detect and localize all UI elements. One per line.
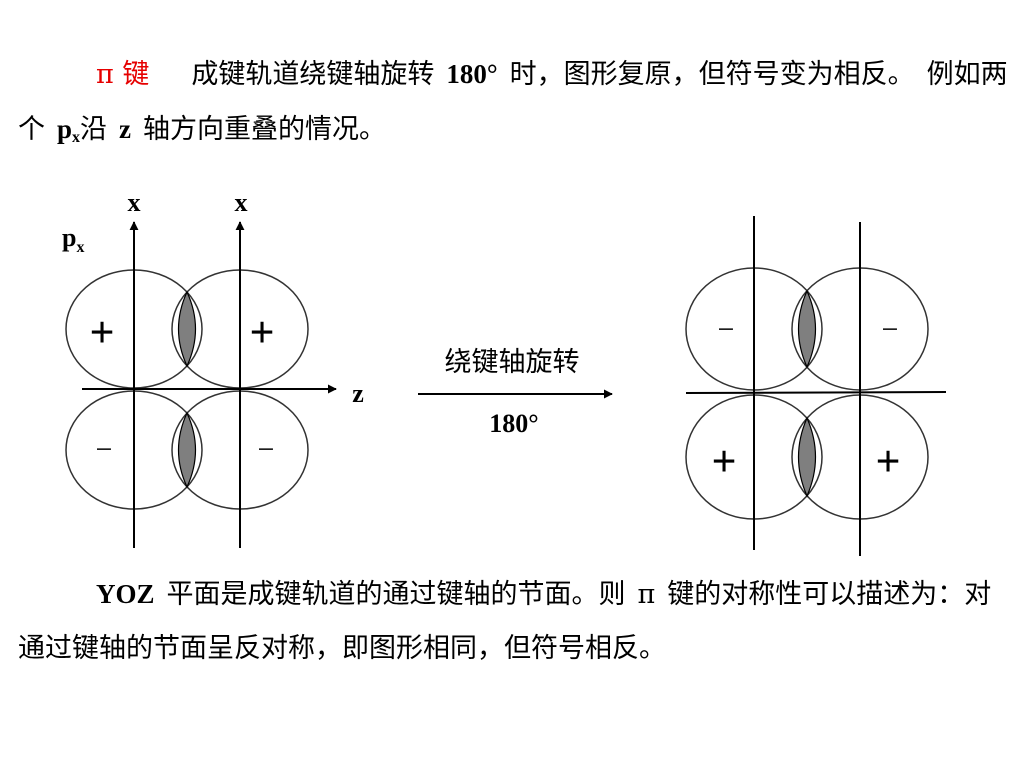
intro-text-b: 时，图形复原，但符号变为相反。 bbox=[509, 59, 915, 90]
orbital-label: px bbox=[62, 223, 84, 256]
overlap-right-bottom bbox=[797, 416, 817, 498]
intro-text-d: 沿 bbox=[80, 114, 108, 145]
conclusion-text-b: 键的对称性可以描述为：对通过键轴的节面呈反对称，即图形相同，但符号相反。 bbox=[18, 579, 992, 664]
sign-right-top-right: − bbox=[882, 313, 899, 346]
intro-text-a: 成键轨道绕键轴旋转 bbox=[191, 59, 435, 90]
z-axis-right bbox=[685, 391, 947, 394]
conclusion-pi: π bbox=[637, 579, 656, 610]
overlap-left-top bbox=[178, 290, 196, 368]
sign-left-bottom-left: − bbox=[96, 433, 113, 466]
sign-right-bottom-right: + bbox=[875, 437, 900, 486]
axis-label-x2: x bbox=[235, 188, 248, 217]
intro-text-c: 例如两个 bbox=[18, 59, 1008, 145]
sign-left-top-left: + bbox=[89, 308, 114, 357]
arrow-label-bottom: 180° bbox=[489, 409, 538, 438]
sign-left-bottom-right: − bbox=[258, 433, 275, 466]
sign-left-top-right: + bbox=[249, 308, 274, 357]
intro-p-sub: x bbox=[72, 129, 81, 146]
overlap-right-top bbox=[798, 289, 816, 369]
arrow-label-top: 绕键轴旋转 bbox=[445, 347, 580, 378]
axis-label-x1: x bbox=[128, 188, 141, 217]
pi-bond-term: π 键 bbox=[96, 59, 150, 90]
sign-right-bottom-left: + bbox=[711, 437, 736, 486]
intro-text-e: 轴方向重叠的情况。 bbox=[143, 114, 387, 145]
overlap-left-bottom bbox=[178, 411, 196, 489]
plane-label: YOZ bbox=[96, 579, 155, 609]
rotation-arrow: 绕键轴旋转 180° bbox=[418, 347, 613, 438]
right-orbital-diagram: − − + + bbox=[685, 216, 947, 556]
intro-axis-z: z bbox=[119, 114, 132, 144]
left-orbital-diagram: x x z px + + − − bbox=[62, 188, 364, 548]
conclusion-text-a: 平面是成键轨道的通过键轴的节面。则 bbox=[166, 579, 626, 610]
intro-angle: 180° bbox=[446, 59, 498, 89]
intro-p-letter: p bbox=[57, 114, 73, 144]
axis-label-z: z bbox=[352, 379, 364, 408]
sign-right-top-left: − bbox=[718, 313, 735, 346]
